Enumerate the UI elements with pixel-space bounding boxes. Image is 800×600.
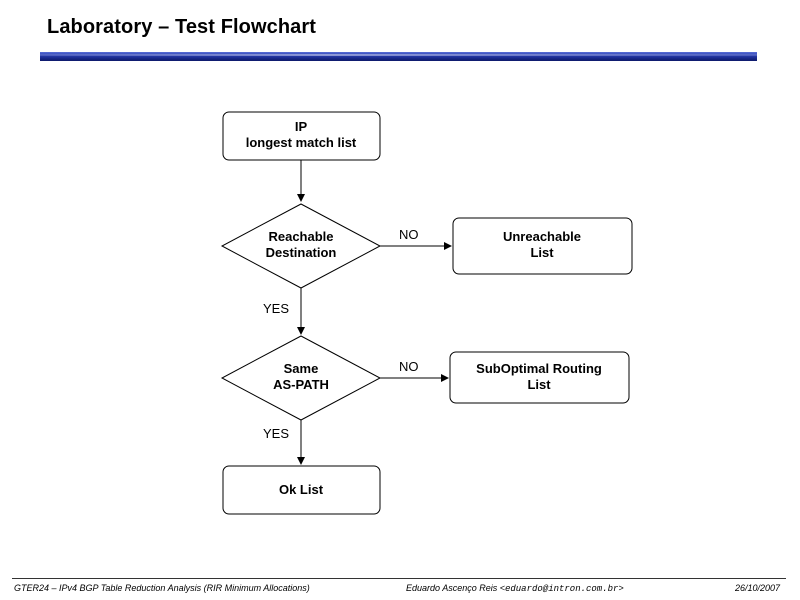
- flowchart: IP longest match list Reachable Destinat…: [220, 111, 633, 515]
- footer-date: 26/10/2007: [734, 583, 780, 593]
- footer-author-email: eduardo@intron.com.br: [504, 584, 619, 594]
- start-node: [222, 111, 381, 161]
- slide-title: Laboratory – Test Flowchart: [47, 16, 317, 38]
- decision1-label-line1: Reachable: [268, 229, 333, 244]
- edge-label-yes-2: YES: [263, 426, 289, 441]
- decision-reachable-destination: [220, 203, 382, 289]
- start-node-label-line1: IP: [295, 119, 308, 134]
- ok-list-label: Ok List: [279, 482, 324, 497]
- title-divider-bar: [40, 52, 757, 61]
- footer-divider: [12, 578, 786, 579]
- suboptimal-label-line1: SubOptimal Routing: [476, 361, 602, 376]
- decision-same-as-path: [220, 335, 382, 421]
- unreachable-list-node: [452, 217, 633, 275]
- suboptimal-label-line2: List: [527, 377, 551, 392]
- ok-list-node: [222, 465, 381, 515]
- edge-label-no-1: NO: [399, 227, 419, 242]
- edge-label-no-2: NO: [399, 359, 419, 374]
- unreachable-label-line1: Unreachable: [503, 229, 581, 244]
- footer-author-end: >: [618, 583, 624, 593]
- footer-author: Eduardo Ascenço Reis <eduardo@intron.com…: [406, 583, 624, 594]
- footer-author-name: Eduardo Ascenço Reis <: [406, 583, 505, 593]
- start-node-label-line2: longest match list: [246, 135, 357, 150]
- decision2-label-line1: Same: [284, 361, 319, 376]
- footer-presentation-title: GTER24 – IPv4 BGP Table Reduction Analys…: [14, 583, 310, 593]
- edge-label-yes-1: YES: [263, 301, 289, 316]
- unreachable-label-line2: List: [530, 245, 554, 260]
- suboptimal-routing-list-node: [449, 351, 630, 404]
- decision1-label-line2: Destination: [266, 245, 337, 260]
- decision2-label-line2: AS-PATH: [273, 377, 329, 392]
